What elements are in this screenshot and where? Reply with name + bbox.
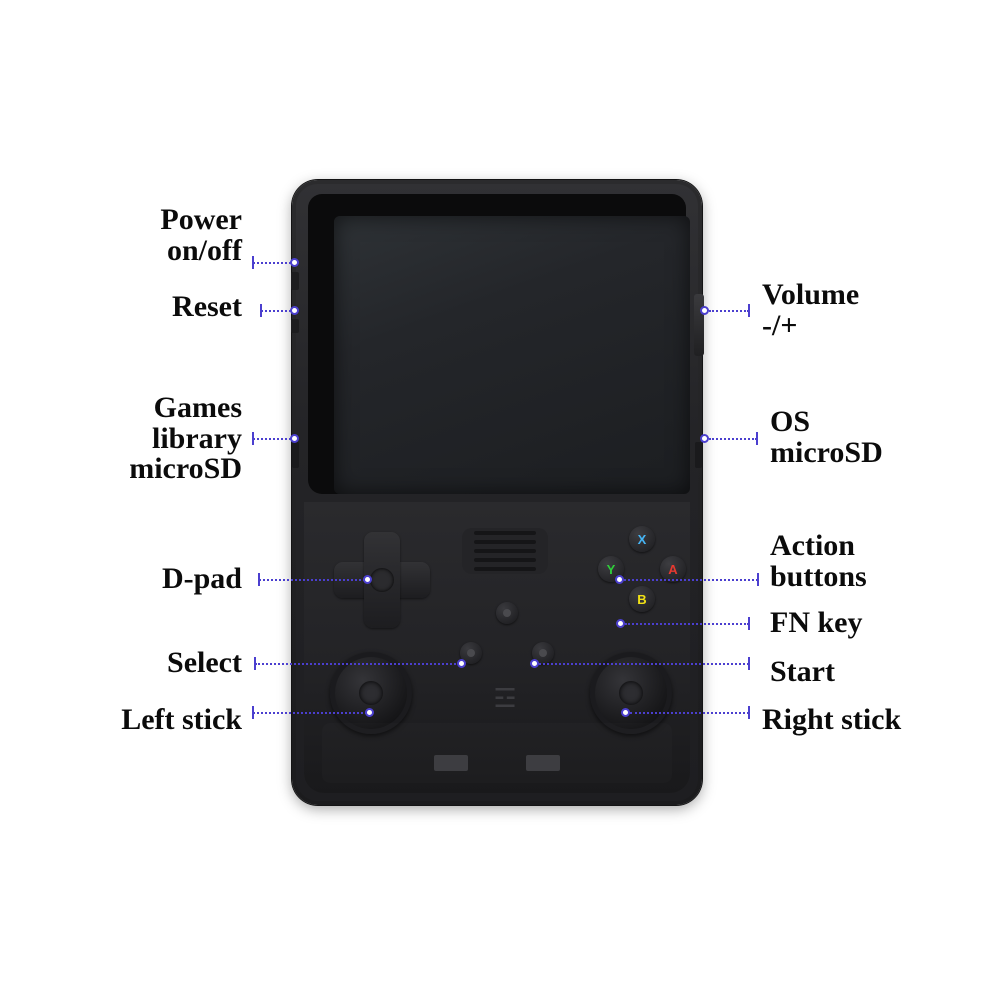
console-body: X Y A B ☲: [291, 184, 704, 801]
leader-node-fn-key: [616, 619, 625, 628]
volume-rocker[interactable]: [694, 294, 704, 356]
leader-line-volume: [709, 310, 749, 312]
callout-label-left-stick: Left stick: [121, 703, 242, 736]
start-button[interactable]: [532, 642, 554, 664]
leader-tick-os-microsd: [756, 432, 758, 445]
console-lower-body: X Y A B ☲: [304, 502, 690, 793]
speaker-grille: [462, 528, 548, 574]
leader-line-games: [253, 438, 291, 440]
leader-node-games: [290, 434, 299, 443]
callout-label-right-stick: Right stick: [762, 703, 902, 736]
right-analog-stick[interactable]: [590, 652, 672, 734]
leader-line-right-stick: [630, 712, 749, 714]
leader-node-power: [290, 258, 299, 267]
d-pad-center: [370, 568, 394, 592]
callout-label-games-library-microsd: Games library microSD: [129, 391, 242, 486]
power-button[interactable]: [291, 272, 299, 290]
leader-line-dpad: [259, 579, 365, 581]
leader-node-action-buttons: [615, 575, 624, 584]
bottom-port-left: [434, 755, 468, 771]
leader-line-reset: [261, 310, 291, 312]
leader-node-volume: [700, 306, 709, 315]
leader-line-left-stick: [253, 712, 367, 714]
games-library-microsd-slot[interactable]: [292, 442, 299, 468]
leader-node-start: [530, 659, 539, 668]
leader-line-os-microsd: [709, 438, 757, 440]
leader-tick-start: [748, 657, 750, 670]
leader-line-action-buttons: [624, 579, 758, 581]
button-b[interactable]: B: [629, 586, 655, 612]
callout-label-start: Start: [770, 655, 835, 688]
leader-line-start: [539, 663, 749, 665]
leader-node-os-microsd: [700, 434, 709, 443]
left-analog-stick[interactable]: [330, 652, 412, 734]
leader-node-reset: [290, 306, 299, 315]
leader-node-dpad: [363, 575, 372, 584]
select-button[interactable]: [460, 642, 482, 664]
callout-label-d-pad: D-pad: [161, 562, 242, 595]
leader-node-select: [457, 659, 466, 668]
leader-tick-right-stick: [748, 706, 750, 719]
leader-line-fn-key: [625, 623, 749, 625]
reset-button[interactable]: [291, 319, 299, 333]
button-a[interactable]: A: [660, 556, 686, 582]
callout-label-power: Power on/off: [160, 203, 242, 267]
bottom-port-right: [526, 755, 560, 771]
leader-tick-volume: [748, 304, 750, 317]
leader-tick-fn-key: [748, 617, 750, 630]
handheld-console: X Y A B ☲: [291, 180, 704, 805]
leader-line-select: [255, 663, 460, 665]
leader-tick-action-buttons: [757, 573, 759, 586]
leader-line-power: [253, 262, 291, 264]
action-button-cluster: X Y A B: [596, 526, 688, 618]
os-microsd-slot[interactable]: [695, 442, 702, 468]
button-x[interactable]: X: [629, 526, 655, 552]
callout-label-select: Select: [167, 646, 242, 679]
callout-label-volume: Volume -/+: [762, 278, 860, 342]
fn-key-button[interactable]: [496, 602, 518, 624]
screen-bezel: [308, 194, 690, 494]
leader-node-right-stick: [621, 708, 630, 717]
leader-node-left-stick: [365, 708, 374, 717]
callout-label-fn-key: FN key: [770, 606, 863, 639]
callout-label-action-buttons: Action buttons: [770, 529, 867, 593]
console-screen: [334, 216, 690, 494]
callout-label-reset: Reset: [172, 290, 242, 323]
eagle-emblem: ☲: [493, 684, 517, 713]
callout-label-os-microsd: OS microSD: [770, 405, 883, 469]
